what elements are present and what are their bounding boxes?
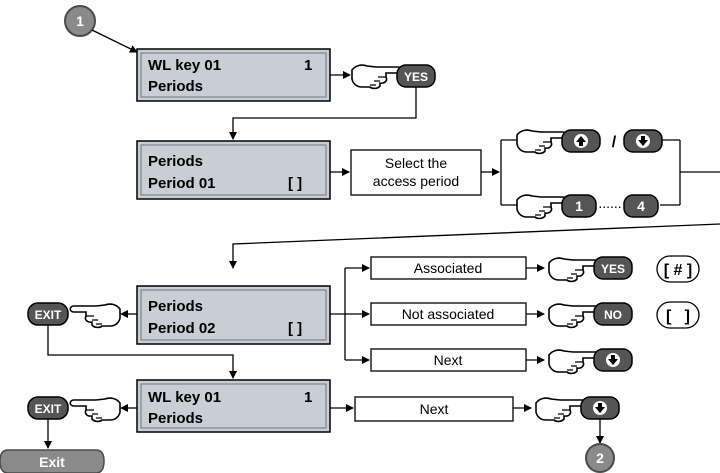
svg-text:WL key 01: WL key 01: [148, 57, 221, 74]
connector-yes-to-screen2: [229, 87, 417, 140]
svg-text:YES: YES: [404, 70, 428, 84]
arrow-start-to-screen1: [91, 29, 138, 53]
exit-badge: Exit: [0, 449, 105, 473]
svg-text:Periods: Periods: [148, 153, 203, 170]
svg-text:Exit: Exit: [39, 454, 65, 470]
hand-icon: [516, 129, 568, 155]
hand-icon: [70, 398, 120, 421]
svg-text:1: 1: [575, 198, 583, 214]
svg-text:Periods: Periods: [148, 298, 203, 315]
lcd-screen-wlkey-return: WL key 01 1 Periods: [136, 379, 331, 433]
hand-icon: [548, 257, 600, 283]
svg-text:EXIT: EXIT: [35, 308, 62, 322]
yes-key[interactable]: YES: [396, 64, 436, 88]
up-arrow-key[interactable]: [561, 129, 601, 153]
svg-text:1: 1: [76, 13, 84, 29]
svg-text:4: 4: [637, 198, 645, 214]
down-arrow-key[interactable]: [580, 396, 620, 420]
svg-text:Periods: Periods: [148, 410, 203, 427]
hand-icon: [548, 349, 600, 375]
svg-text:[ # ]: [ # ]: [664, 262, 692, 279]
hand-icon: [548, 303, 600, 329]
svg-text:access period: access period: [373, 173, 459, 189]
step-2-badge: 2: [585, 443, 615, 473]
svg-text:NO: NO: [604, 308, 622, 322]
option-branch-lines: [330, 268, 346, 360]
svg-text:WL key 01: WL key 01: [148, 389, 221, 406]
hand-icon: [351, 64, 403, 90]
option-associated-box: Associated: [370, 256, 527, 280]
option-next-box: Next: [370, 348, 527, 372]
option-bracket-left: [500, 139, 520, 206]
svg-text:2: 2: [596, 450, 604, 466]
svg-text:Select the: Select the: [385, 155, 447, 171]
svg-text:EXIT: EXIT: [35, 402, 62, 416]
down-arrow-key[interactable]: [593, 348, 633, 372]
exit-key[interactable]: EXIT: [27, 396, 69, 420]
next-box: Next: [354, 396, 514, 422]
range-dots: ......: [598, 195, 621, 211]
connector-exit-to-screen4: [47, 325, 237, 379]
hand-icon: [516, 194, 568, 220]
lcd-screen-period01: Periods Period 01 [ ]: [136, 140, 331, 200]
option-bracket-right: [660, 139, 681, 206]
key-1[interactable]: 1: [561, 194, 597, 218]
svg-text:Associated: Associated: [414, 260, 482, 276]
no-key[interactable]: NO: [593, 302, 633, 326]
svg-text:Period 01: Period 01: [148, 175, 216, 192]
svg-text:[ ]: [ ]: [288, 320, 302, 337]
connector-return-line: [229, 223, 720, 269]
hand-icon: [535, 397, 587, 423]
yes-key[interactable]: YES: [593, 256, 633, 280]
associated-indicator: [ # ]: [656, 255, 700, 283]
exit-key[interactable]: EXIT: [27, 302, 69, 326]
slash-separator: /: [612, 134, 617, 151]
svg-text:Not associated: Not associated: [402, 306, 495, 322]
hand-icon: [70, 304, 120, 327]
lcd-screen-period02: Periods Period 02 [ ]: [136, 285, 331, 345]
svg-text:YES: YES: [601, 262, 625, 276]
lcd-screen-wlkey: WL key 01 1 Periods: [136, 48, 331, 102]
svg-text:Period 02: Period 02: [148, 320, 216, 337]
down-arrow-key[interactable]: [623, 129, 663, 153]
svg-text:Periods: Periods: [148, 78, 203, 95]
svg-text:[ ]: [ ]: [288, 175, 302, 192]
svg-text:1: 1: [304, 57, 312, 74]
not-associated-indicator: [ ]: [656, 301, 700, 329]
svg-text:Next: Next: [420, 401, 449, 417]
svg-text:1: 1: [304, 389, 312, 406]
svg-text:[ ]: [ ]: [666, 308, 690, 325]
option-not-associated-box: Not associated: [370, 302, 527, 326]
step-1-badge: 1: [64, 5, 96, 37]
key-4[interactable]: 4: [623, 194, 659, 218]
select-access-period-box: Select the access period: [350, 149, 482, 196]
svg-text:Next: Next: [434, 352, 463, 368]
